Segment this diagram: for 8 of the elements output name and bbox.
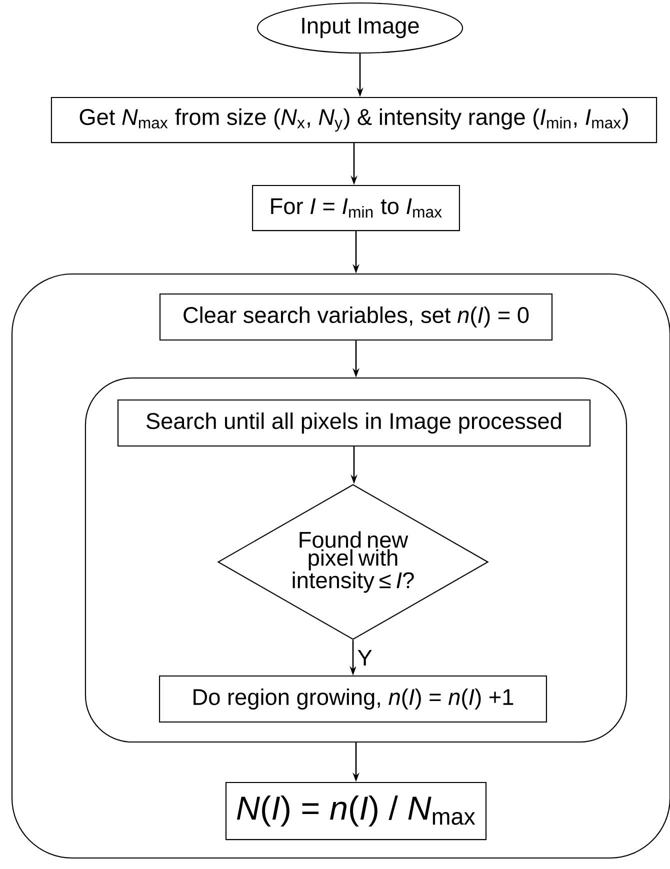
process-box: Do region growing, n(I) = n(I) +1 (159, 675, 547, 723)
process-box: For I = I$_{min}$ to I$_{max}$ (252, 184, 460, 232)
process-box: Get N$_{max}$ from size (N$_{x}$, N$_{y}$) & intensity range (I$_{min}$, I$_{max}$) (50, 96, 658, 144)
process-box: N(I) = n(I) / N$_{max}$ (225, 782, 487, 840)
loop-frame (84, 377, 628, 743)
process-box: Search until all pixels in Image processed (117, 399, 591, 447)
process-box: Clear search variables, set n(I) = 0 (159, 293, 553, 341)
edge-label: Y (356, 648, 374, 667)
